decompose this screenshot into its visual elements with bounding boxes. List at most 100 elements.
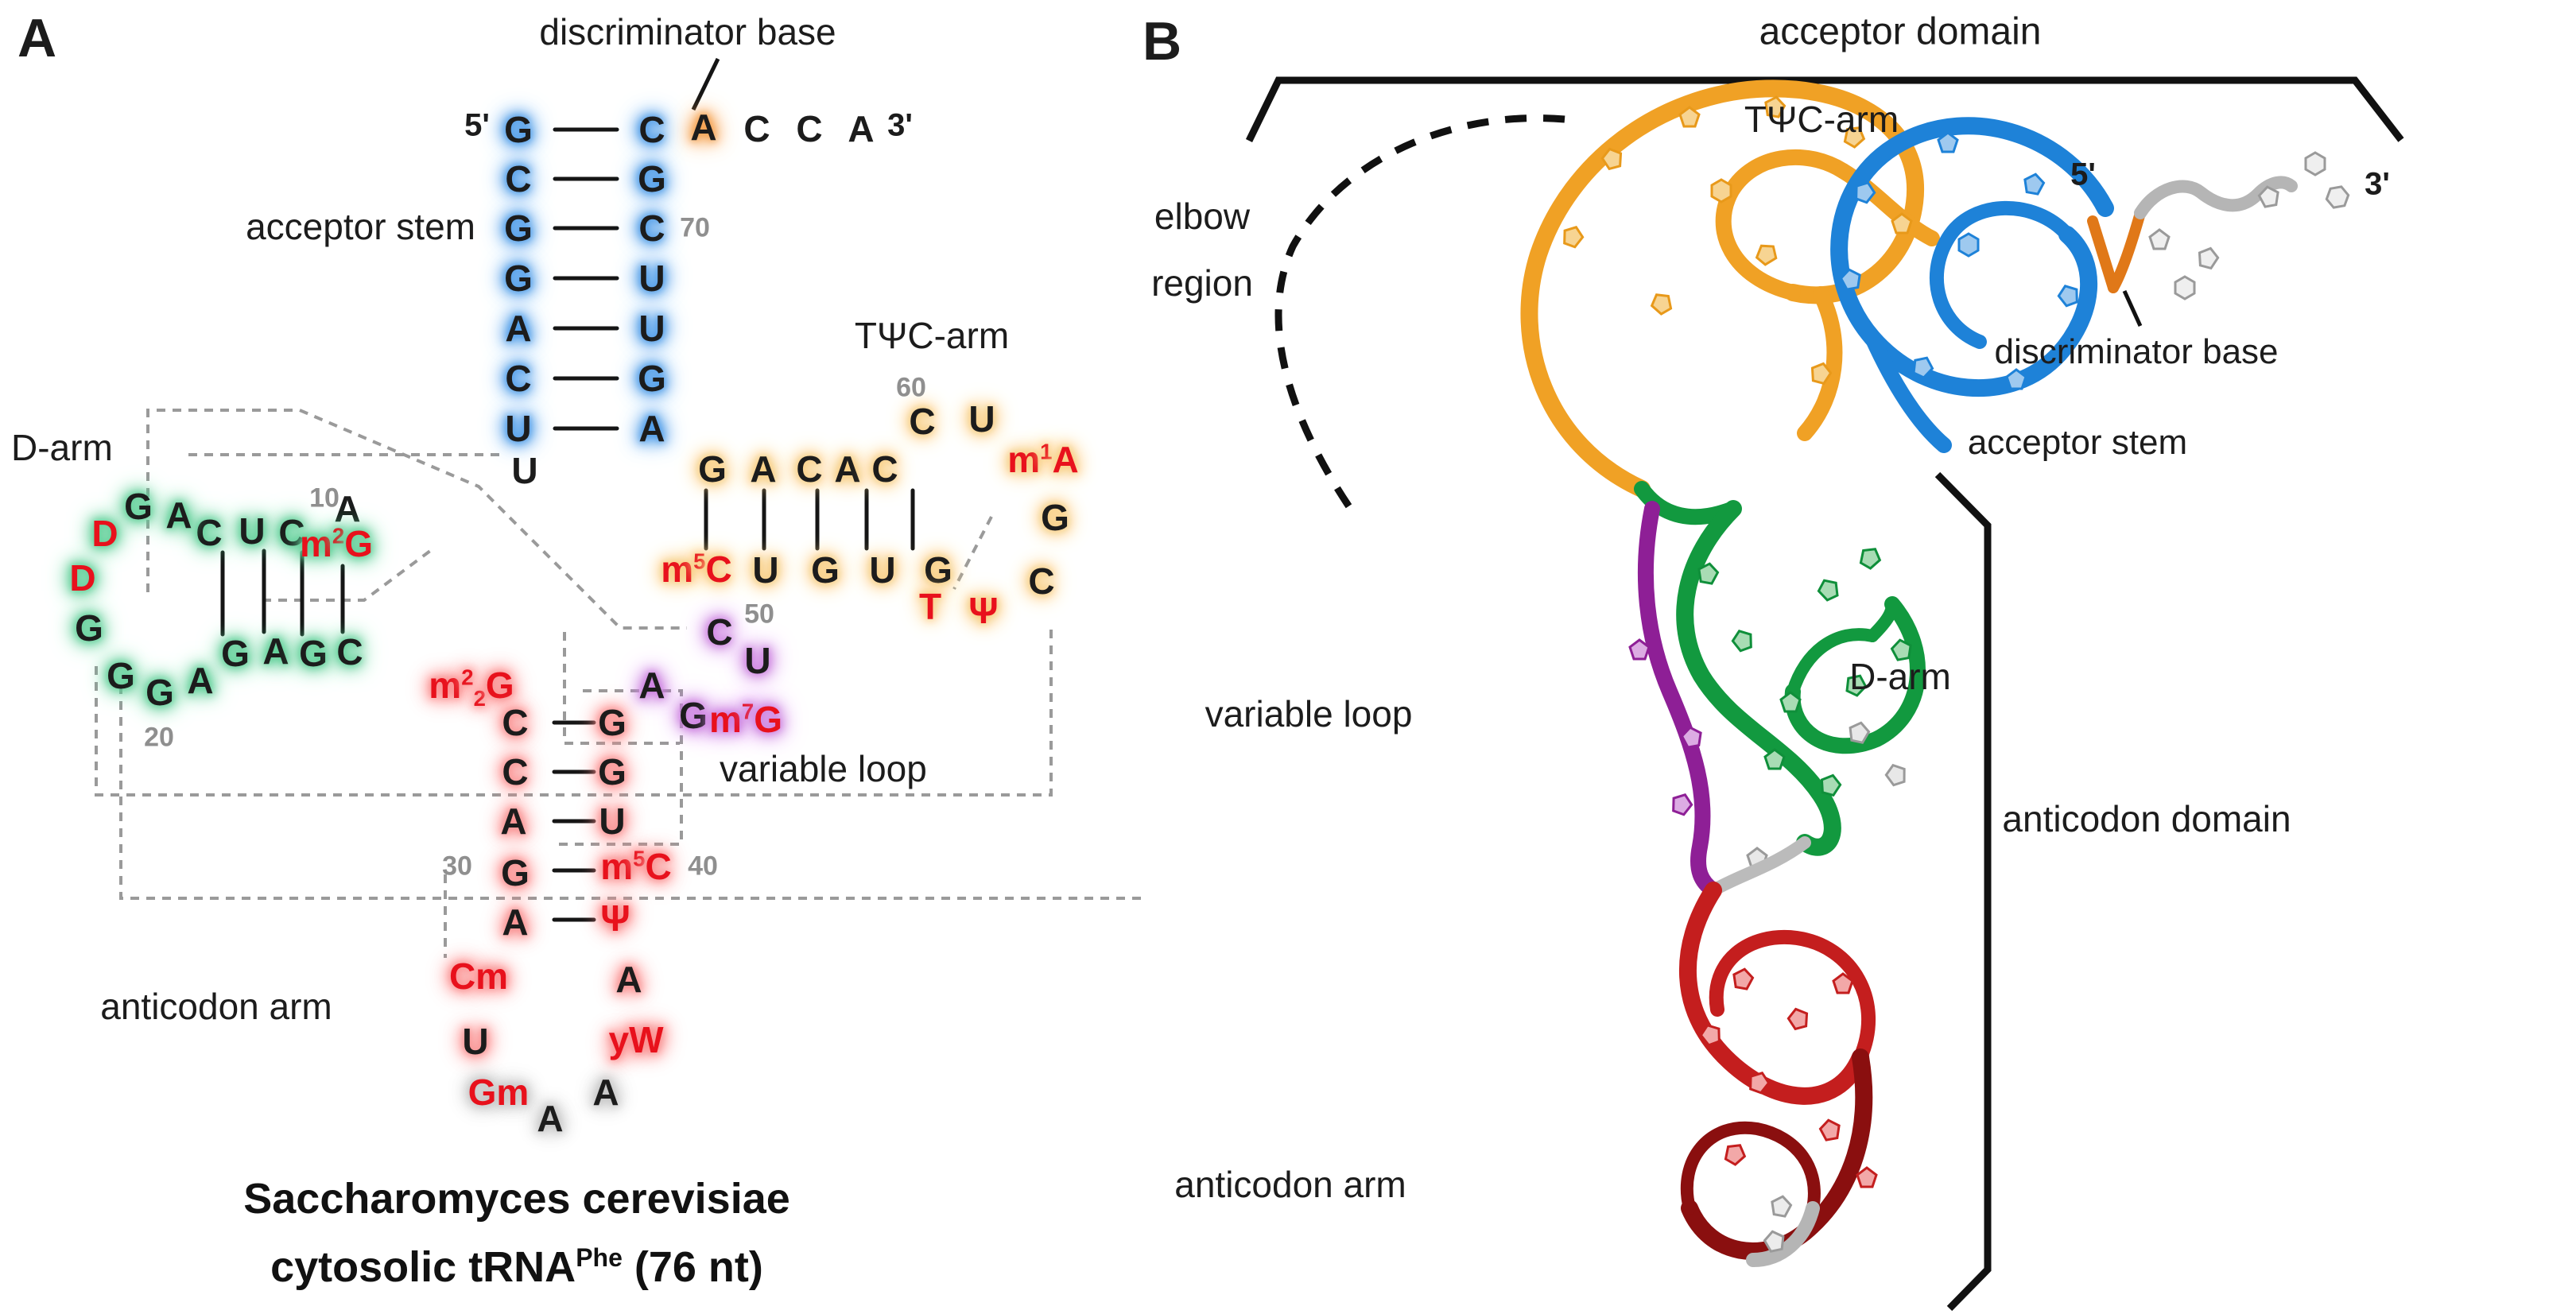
acceptor-stem-label-b: acceptor stem xyxy=(1967,423,2188,462)
nucleotide: C xyxy=(909,401,936,442)
nucleotide: C xyxy=(796,448,823,490)
anticodon-domain-bracket xyxy=(1934,471,1992,1312)
nucleotide: U xyxy=(511,450,538,491)
nucleotide: C xyxy=(796,108,823,149)
nucleotide: A xyxy=(502,901,529,943)
title-superscript: Phe xyxy=(576,1243,623,1272)
elbow-region-label-line2: region xyxy=(1151,262,1253,304)
nucleotide: A xyxy=(592,1072,619,1113)
nucleotide: G xyxy=(811,549,840,591)
nucleotide: D xyxy=(91,513,118,554)
panel-a-label: A xyxy=(17,8,57,68)
nucleotide: m2G xyxy=(299,523,374,564)
nucleotide: A xyxy=(834,448,861,490)
title-tail: (76 nt) xyxy=(622,1243,763,1291)
nucleotide: C xyxy=(871,448,898,490)
panel-b-label: B xyxy=(1143,11,1182,72)
nucleotide: C xyxy=(502,751,529,793)
nucleotide: C xyxy=(336,631,363,673)
nucleotide: G xyxy=(598,751,627,793)
nucleotide: G xyxy=(124,486,153,527)
nucleotide: A xyxy=(262,630,289,672)
nucleotide: U xyxy=(752,549,779,591)
d-arm-label-a: D-arm xyxy=(11,427,113,468)
nucleotide: m5C xyxy=(661,548,732,590)
nucleotide: U xyxy=(968,398,995,440)
nucleotide: U xyxy=(638,258,665,299)
nucleotide: C xyxy=(638,207,665,249)
base-pair-lines xyxy=(220,127,915,922)
three-prime-label-b: 3' xyxy=(2365,166,2390,202)
nucleotide: A xyxy=(505,308,532,349)
nucleotide: m5C xyxy=(600,846,672,887)
position-number: 10 xyxy=(309,483,339,514)
nucleotide: C xyxy=(1028,560,1055,602)
discriminator-base-label-b: discriminator base xyxy=(1994,332,2279,371)
figure-title-trna: cytosolic tRNAPhe (76 nt) xyxy=(270,1242,763,1292)
tertiary-interaction-lines xyxy=(95,409,1143,958)
nucleotide: G xyxy=(504,207,533,249)
acceptor-domain-label: acceptor domain xyxy=(1759,10,2042,53)
nucleotide: A xyxy=(638,408,665,449)
nucleotide: C xyxy=(502,702,529,743)
five-prime-label-b: 5' xyxy=(2070,157,2096,192)
panel-b-structure xyxy=(1245,76,2404,1312)
anticodon-domain-label: anticodon domain xyxy=(2002,798,2291,839)
nucleotide: A xyxy=(500,800,527,842)
nucleotide: G xyxy=(598,702,627,743)
nucleotide: U xyxy=(239,510,266,552)
position-number: 40 xyxy=(688,851,718,882)
nucleotide: A xyxy=(750,448,777,490)
nucleotide: G xyxy=(504,258,533,299)
nucleotide: G xyxy=(679,695,708,736)
nucleotide: G xyxy=(698,448,727,490)
elbow-region-arc xyxy=(1274,114,1565,515)
nucleotide: G xyxy=(638,358,666,399)
nucleotide: A xyxy=(187,660,214,701)
three-prime-label-a: 3' xyxy=(887,107,913,143)
nucleotide: G xyxy=(221,633,250,674)
nucleotide: A xyxy=(537,1098,564,1139)
nucleotide: yW xyxy=(608,1019,664,1060)
nucleotide: G xyxy=(1041,497,1069,538)
nucleotide: A xyxy=(165,494,192,536)
nucleotide: A xyxy=(334,488,361,529)
nucleotide: G xyxy=(107,655,135,696)
position-number: 20 xyxy=(144,722,174,753)
five-prime-label-a: 5' xyxy=(464,107,490,143)
nucleotide: C xyxy=(505,158,532,200)
d-arm-label-b: D-arm xyxy=(1849,656,1951,697)
nucleotide: A xyxy=(848,108,875,149)
nucleotide: A xyxy=(638,665,665,706)
position-number: 70 xyxy=(680,212,710,243)
nucleotide: U xyxy=(599,800,626,842)
discriminator-base-label-a: discriminator base xyxy=(539,11,836,52)
nucleotide: G xyxy=(75,607,103,649)
position-number: 50 xyxy=(744,599,774,630)
nucleotide: D xyxy=(69,557,96,599)
title-main: cytosolic tRNA xyxy=(270,1243,576,1291)
nucleotide: Ψ xyxy=(968,590,999,631)
nucleotide: U xyxy=(505,408,532,449)
nucleotide: C xyxy=(278,512,305,553)
nucleotide: G xyxy=(299,633,328,674)
nucleotide: Gm xyxy=(467,1072,530,1113)
variable-loop-label-a: variable loop xyxy=(720,748,927,789)
nucleotide: G xyxy=(924,549,952,591)
nucleotide: G xyxy=(145,672,174,713)
tpsic-arm-label-b: TΨC-arm xyxy=(1744,99,1899,140)
tpsic-arm-label-a: TΨC-arm xyxy=(854,315,1010,356)
nucleotide: G xyxy=(501,852,530,893)
anticodon-arm-label-b: anticodon arm xyxy=(1174,1164,1406,1205)
position-number: 60 xyxy=(896,372,926,403)
nucleotide: C xyxy=(743,108,770,149)
nucleotide: m7G xyxy=(708,699,783,740)
anticodon-arm-label-a: anticodon arm xyxy=(100,986,332,1027)
nucleotide: U xyxy=(462,1021,489,1062)
nucleotide: G xyxy=(504,109,533,150)
nucleotide: C xyxy=(505,358,532,399)
nucleotide: T xyxy=(918,586,942,627)
nucleotide: A xyxy=(690,107,717,148)
